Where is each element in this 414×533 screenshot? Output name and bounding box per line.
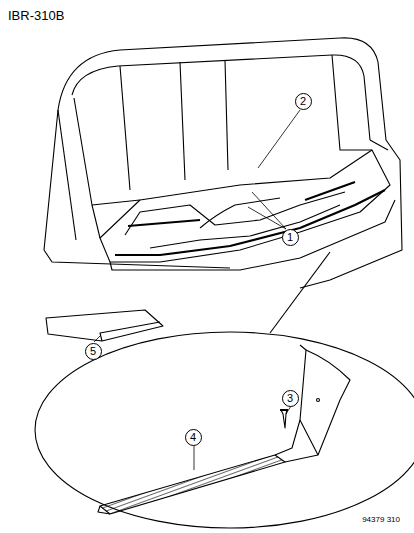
figure-code: IBR-310B [8,9,64,22]
callout-number: 3 [287,393,293,404]
drawing-number: 94379 310 [362,516,400,524]
callout-number: 5 [90,346,96,357]
callout-circle: 1 [282,229,299,246]
callout-number: 2 [300,96,306,107]
callout-circle: 2 [295,93,312,110]
callout-number: 1 [287,232,293,243]
callout-circle: 3 [282,390,299,407]
callout-number: 4 [190,432,196,443]
callout-circle: 5 [85,343,102,360]
callout-circle: 4 [185,429,202,446]
